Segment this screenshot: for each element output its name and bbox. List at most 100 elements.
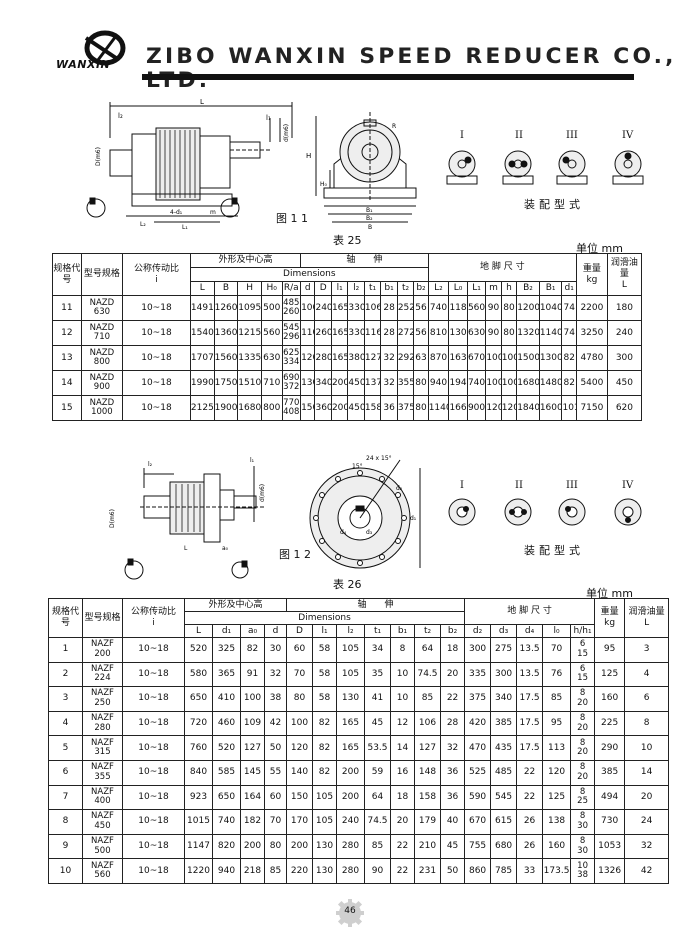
cell-value: 420	[464, 710, 492, 737]
cell-ratio: 10~18	[122, 809, 185, 835]
cell-value: 158	[363, 395, 382, 421]
cell-value: 173.5	[542, 858, 572, 884]
cell-value: 355	[396, 370, 415, 396]
page-number-badge-icon	[336, 899, 364, 927]
cell-value: 60	[263, 784, 288, 811]
cell-value: 100	[485, 345, 502, 371]
cell-code: 13	[52, 345, 82, 371]
cell-value: 82	[561, 345, 577, 371]
cell-ratio: 10~18	[122, 784, 185, 811]
cell-value: 410	[212, 686, 241, 712]
assembly-numeral: III	[566, 130, 578, 141]
cell-value: 940	[212, 858, 241, 884]
cell-code: 3	[48, 686, 83, 712]
cell-value: 82	[312, 710, 338, 737]
cell-value: 120	[542, 759, 572, 786]
group-header-dimensions: Dimensions	[183, 611, 466, 625]
cell-value: 105	[336, 661, 366, 688]
cell-value: 520	[212, 735, 241, 761]
cell-value: 56	[413, 295, 429, 321]
cell-value: 58	[312, 686, 338, 712]
column-symbol: d₁	[561, 281, 577, 296]
cell-value: 100	[485, 370, 502, 396]
group-header-shaft: 轴 伸	[300, 253, 429, 268]
column-symbol: L	[184, 624, 213, 638]
dim-label: L₁	[182, 224, 188, 230]
cell-value: 76	[542, 661, 572, 688]
dim-label: H	[306, 152, 311, 160]
cell-code: 14	[52, 370, 82, 396]
cell-value: 10	[390, 661, 416, 688]
cell-code: 11	[52, 295, 82, 321]
cell-value: 32	[380, 345, 398, 371]
cell-value: 130	[336, 686, 366, 712]
header-rule	[142, 74, 634, 80]
header-text: 润滑油量	[628, 607, 665, 617]
cell-value: 335	[464, 661, 492, 688]
cell-value: 85	[364, 833, 392, 860]
assembly-numeral: II	[515, 480, 523, 491]
cell-value: 22	[390, 833, 416, 860]
column-symbol: l₂	[347, 281, 365, 296]
cell-value: 670	[464, 809, 492, 835]
cell-value: 218	[240, 858, 265, 884]
cell-value: 923	[184, 784, 213, 811]
column-symbol: D	[286, 624, 314, 638]
dim-label: D(m6)	[95, 147, 102, 166]
cell-value: 82	[312, 735, 338, 761]
column-symbol: L₀	[448, 281, 468, 296]
cell-value: 1040	[538, 295, 563, 321]
cell-value: 1320	[516, 320, 540, 346]
cell-code: 1	[48, 637, 83, 663]
dim-label: l₂	[148, 461, 153, 468]
dim-label: L	[184, 545, 188, 552]
group-header-outline: 外形及中心高	[189, 253, 302, 268]
cell-value: 292	[396, 345, 415, 371]
assembly-form-icons	[446, 150, 644, 185]
cell-value: 16	[390, 759, 416, 786]
cell-value: 1840	[516, 395, 540, 421]
cell-oil: 3	[624, 637, 670, 663]
cell-oil: 180	[606, 295, 643, 321]
brand-word: WANXIN	[56, 58, 111, 71]
cell-value: 137	[363, 370, 382, 396]
cell-value: 13.5	[516, 637, 544, 663]
assembly-label: 装配型式	[524, 198, 584, 211]
dim-label: d₃	[366, 529, 373, 536]
cell-value: 14	[390, 735, 416, 761]
cell-value: 650	[184, 686, 213, 712]
cell-value: 210	[414, 833, 442, 860]
cell-code: 10	[48, 858, 83, 884]
dim-label: d(m6)	[283, 124, 290, 142]
cell-value: 100	[300, 295, 316, 321]
cell-value: 630	[466, 320, 487, 346]
cell-value: 380	[347, 345, 365, 371]
cell-value: 755	[464, 833, 492, 860]
cell-value: 820	[212, 833, 241, 860]
cell-value: 860	[464, 858, 492, 884]
table-row: 12NAZD71010~1815401360121556054529611026…	[52, 320, 643, 346]
column-symbol: t₂	[396, 281, 415, 296]
cell-value: 165	[330, 345, 349, 371]
cell-value: 280	[314, 345, 332, 371]
assembly-label: 装配型式	[524, 544, 584, 557]
column-header: 型号规格	[80, 253, 123, 296]
cell-code: 15	[52, 395, 82, 421]
header-text: 重量	[600, 607, 619, 617]
cell-value: 145	[240, 759, 265, 786]
cell-weight: 7150	[575, 395, 608, 421]
assembly-form-icons	[448, 498, 642, 526]
cell-value: 590	[464, 784, 492, 811]
cell-value: 360	[314, 395, 332, 421]
cell-ratio: 10~18	[122, 637, 185, 663]
cell-value: 1600	[538, 395, 563, 421]
dim-label: d₁	[410, 515, 417, 522]
